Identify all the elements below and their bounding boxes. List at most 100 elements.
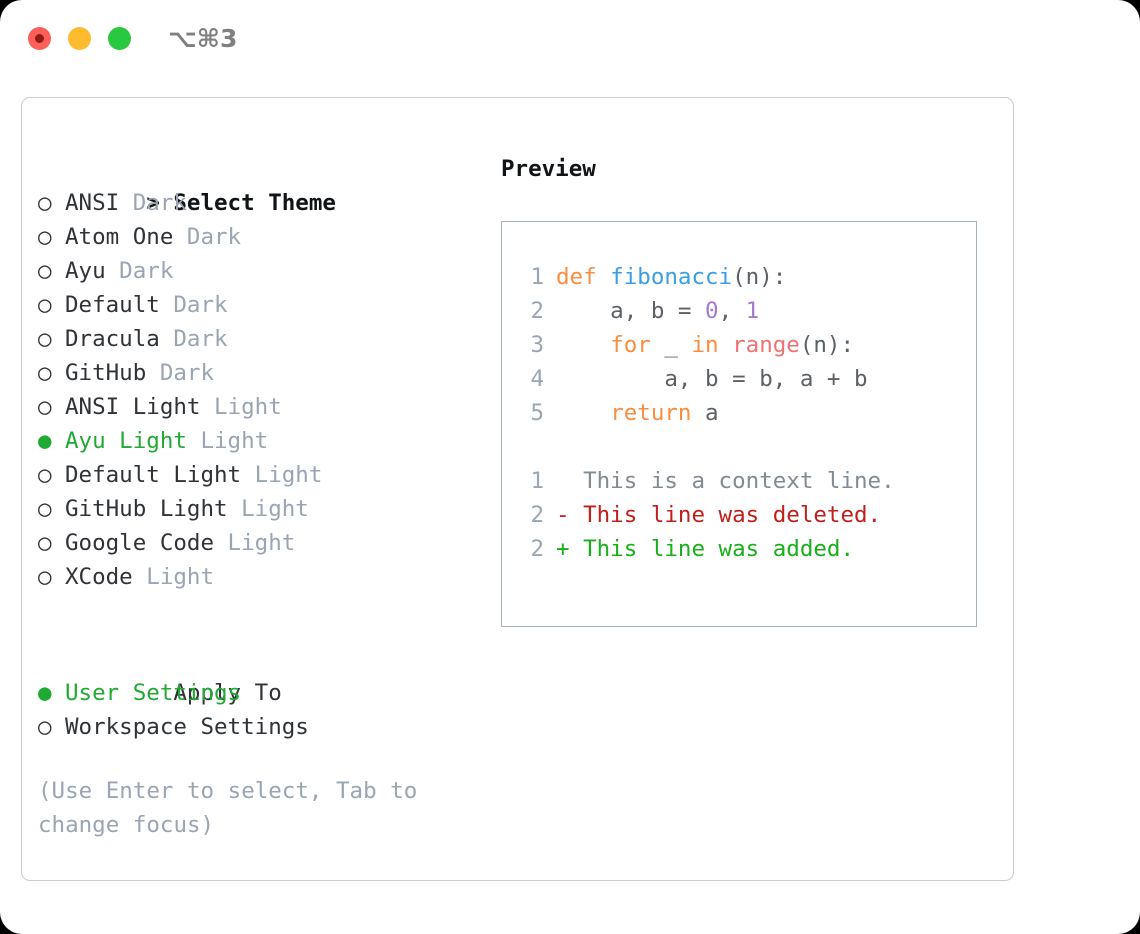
code-token xyxy=(556,332,610,358)
theme-option-label: GitHub xyxy=(65,360,147,386)
diff-sample: 1 This is a context line.2- This line wa… xyxy=(502,464,976,566)
theme-option-ansi-light[interactable]: ○ ANSI Light Light xyxy=(38,390,468,424)
cursor-caret-icon: > xyxy=(146,190,160,216)
apply-to-heading-label: Apply To xyxy=(173,680,282,706)
apply-to-option-list: ●User Settings ○ Workspace Settings xyxy=(38,676,468,744)
close-button[interactable] xyxy=(28,27,51,50)
minimize-button[interactable] xyxy=(68,27,91,50)
diff-line-del: 2- This line was deleted. xyxy=(502,498,976,532)
code-token: _ xyxy=(650,332,692,358)
theme-option-atom-one[interactable]: ○Atom One Dark xyxy=(38,220,468,254)
radio-unselected-icon: ○ xyxy=(38,292,52,318)
theme-option-label: ANSI xyxy=(65,190,120,216)
theme-selector-card: >Select Theme ○ANSI Dark○Atom One Dark○A… xyxy=(21,97,1014,881)
code-line: 2 a, b = 0, 1 xyxy=(502,294,976,328)
theme-option-xcode[interactable]: ○ XCode Light xyxy=(38,560,468,594)
radio-unselected-icon: ○ xyxy=(38,258,52,284)
maximize-button[interactable] xyxy=(108,27,131,50)
theme-option-ayu-light[interactable]: ● Ayu Light Light xyxy=(38,424,468,458)
theme-variant-tag: Light xyxy=(241,462,323,488)
apply-to-option-workspace-settings[interactable]: ○ Workspace Settings xyxy=(38,710,468,744)
code-token: return xyxy=(610,400,692,426)
theme-variant-tag: Dark xyxy=(159,292,228,318)
apply-to-option-label: Workspace Settings xyxy=(65,714,309,740)
line-number: 1 xyxy=(530,264,544,290)
line-number: 5 xyxy=(530,400,544,426)
code-line: 5 return a xyxy=(502,396,976,430)
radio-unselected-icon: ○ xyxy=(38,190,52,216)
code-token: for xyxy=(610,332,651,358)
diff-sign: + xyxy=(556,536,570,562)
radio-unselected-icon: ○ xyxy=(38,360,52,386)
diff-text: This line was deleted. xyxy=(569,502,882,528)
code-token: in xyxy=(691,332,719,358)
diff-text: This line was added. xyxy=(569,536,855,562)
line-number: 1 xyxy=(530,468,544,494)
theme-option-label: Default xyxy=(65,292,160,318)
radio-unselected-icon: ○ xyxy=(38,564,52,590)
code-token: 1 xyxy=(745,298,760,324)
code-token: a xyxy=(691,400,719,426)
theme-variant-tag: Dark xyxy=(146,360,215,386)
radio-unselected-icon: ○ xyxy=(38,714,52,740)
theme-variant-tag: Dark xyxy=(159,326,228,352)
theme-option-label: GitHub Light xyxy=(65,496,228,522)
apply-to-heading: Apply To xyxy=(38,642,468,706)
diff-sign: - xyxy=(556,502,570,528)
theme-variant-tag: Light xyxy=(227,496,309,522)
theme-option-ayu[interactable]: ○ Ayu Dark xyxy=(38,254,468,288)
theme-variant-tag: Light xyxy=(132,564,215,590)
code-token: 0 xyxy=(705,298,719,324)
theme-option-label: Ayu xyxy=(65,258,106,284)
apply-to-option-label: User Settings xyxy=(65,680,242,706)
theme-option-github[interactable]: ○ GitHub Dark xyxy=(38,356,468,390)
theme-option-label: Default Light xyxy=(65,462,242,488)
theme-variant-tag: Dark xyxy=(119,190,187,216)
code-diff-spacer xyxy=(502,430,976,464)
radio-selected-icon: ● xyxy=(38,428,52,454)
radio-unselected-icon: ○ xyxy=(38,530,52,556)
theme-option-google-code[interactable]: ○ Google Code Light xyxy=(38,526,468,560)
code-token xyxy=(556,400,610,426)
theme-option-github-light[interactable]: ○ GitHub Light Light xyxy=(38,492,468,526)
code-token xyxy=(597,264,611,290)
theme-variant-tag: Dark xyxy=(105,258,174,284)
theme-option-list: ○ANSI Dark○Atom One Dark○Ayu Dark○Defaul… xyxy=(38,186,468,594)
diff-line-add: 2+ This line was added. xyxy=(502,532,976,566)
theme-option-dracula[interactable]: ○Dracula Dark xyxy=(38,322,468,356)
keyboard-shortcut-label: ⌥⌘3 xyxy=(168,24,238,53)
keyboard-hint-text: (Use Enter to select, Tab to change focu… xyxy=(38,778,431,838)
theme-variant-tag: Dark xyxy=(173,224,242,250)
select-theme-heading-label: Select Theme xyxy=(173,190,336,216)
select-theme-heading: > Select Theme xyxy=(38,152,468,216)
radio-unselected-icon: ○ xyxy=(38,496,52,522)
theme-variant-tag: Light xyxy=(214,530,296,556)
theme-option-label: Google Code xyxy=(65,530,215,556)
code-token: a, b = xyxy=(556,298,706,324)
radio-unselected-icon: ○ xyxy=(38,462,52,488)
apply-to-option-user-settings[interactable]: ●User Settings xyxy=(38,676,468,710)
theme-option-label: ANSI Light xyxy=(65,394,201,420)
title-bar: ⌥⌘3 xyxy=(0,0,1140,78)
preview-heading: Preview xyxy=(501,156,596,182)
theme-variant-tag: Light xyxy=(186,428,269,454)
theme-option-label: Ayu Light xyxy=(65,428,187,454)
radio-unselected-icon: ○ xyxy=(38,394,52,420)
line-number: 2 xyxy=(530,298,544,324)
theme-option-label: XCode xyxy=(65,564,133,590)
diff-sign xyxy=(556,468,570,494)
theme-option-default[interactable]: ○ Default Dark xyxy=(38,288,468,322)
code-token: (n): xyxy=(732,264,787,290)
line-number: 2 xyxy=(530,502,544,528)
theme-option-default-light[interactable]: ○ Default Light Light xyxy=(38,458,468,492)
theme-option-ansi[interactable]: ○ ANSI Dark xyxy=(38,186,468,220)
code-line: 4 a, b = b, a + b xyxy=(502,362,976,396)
theme-variant-tag: Light xyxy=(200,394,282,420)
theme-option-label: Dracula xyxy=(65,326,160,352)
code-token: def xyxy=(556,264,597,290)
